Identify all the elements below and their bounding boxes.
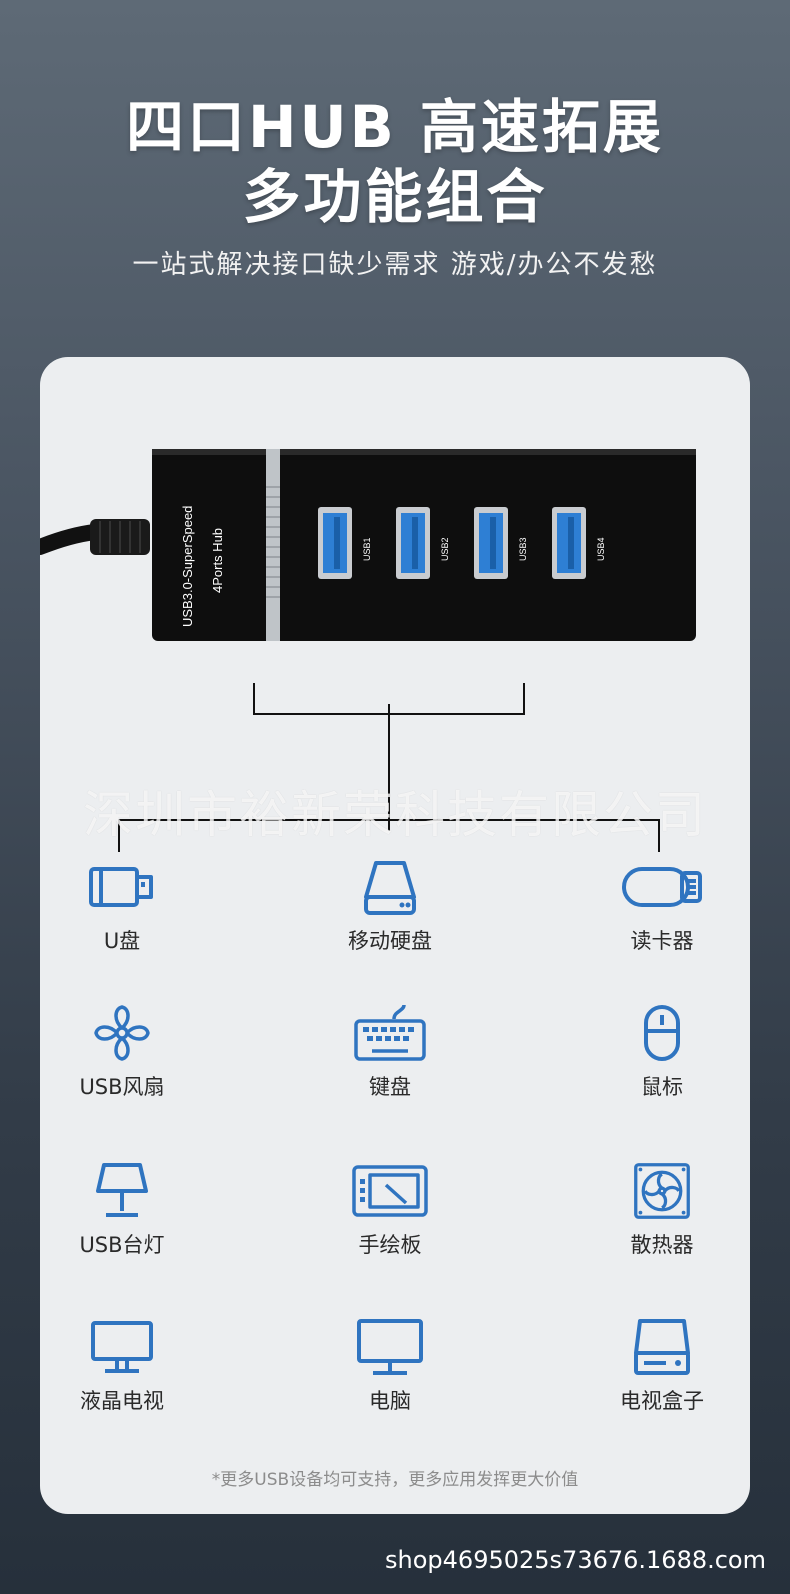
device-desk-lamp: USB台灯 [40,1161,212,1259]
usb-port-4 [552,507,586,579]
device-tv-box: 电视盒子 [572,1317,750,1415]
page-title-line1: 四口HUB 高速拓展 [125,93,665,161]
card-reader-icon [622,867,702,907]
device-label: USB风扇 [79,1075,165,1099]
usb-port-label-1: USB1 [362,537,372,561]
device-computer: 电脑 [300,1317,480,1415]
usb-hub-image: USB3.0-SuperSpeed 4Ports Hub USB1 USB2 U… [40,449,696,641]
footnote: *更多USB设备均可支持，更多应用发挥更大价值 [211,1470,579,1490]
device-drawing-tablet: 手绘板 [300,1161,480,1259]
device-label: U盘 [103,929,141,953]
usb-port-2 [396,507,430,579]
usb-port-label-4: USB4 [596,537,606,561]
keyboard-icon [354,1004,426,1061]
hub-body-text-1: USB3.0-SuperSpeed [180,506,195,627]
usb-port-label-2: USB2 [440,537,450,561]
device-usb-drive: U盘 [40,857,212,955]
device-card-reader: 读卡器 [572,857,750,955]
device-mouse: 鼠标 [572,1003,750,1101]
connector-lines [118,683,660,852]
usb-port-3 [474,507,508,579]
device-label: USB台灯 [79,1233,165,1257]
hub-body-text-2: 4Ports Hub [210,528,225,593]
device-label: 鼠标 [641,1075,683,1099]
device-label: 电视盒子 [620,1389,704,1413]
device-card: USB3.0-SuperSpeed 4Ports Hub USB1 USB2 U… [40,357,750,1514]
page-subtitle: 一站式解决接口缺少需求 游戏/办公不发愁 [132,250,658,280]
page-title-line2: 多功能组合 [242,163,548,231]
lcd-tv-icon [91,1321,153,1373]
shop-url[interactable]: shop4695025s73676.1688.com [385,1546,766,1574]
usb-drive-icon [89,867,153,907]
desk-lamp-icon [96,1163,148,1217]
device-label: 液晶电视 [80,1389,164,1413]
device-label: 散热器 [630,1233,694,1257]
fan-icon [94,1005,150,1061]
device-keyboard: 键盘 [300,1003,480,1101]
device-external-hdd: 移动硬盘 [300,857,480,955]
drawing-tablet-icon [352,1165,428,1217]
device-cooler: 散热器 [572,1161,750,1259]
usb-port-label-3: USB3 [518,537,528,561]
device-lcd-tv: 液晶电视 [40,1317,212,1415]
device-label: 移动硬盘 [348,929,432,953]
device-label: 电脑 [369,1389,411,1413]
mouse-icon [644,1005,680,1061]
usb-port-1 [318,507,352,579]
tv-box-icon [634,1319,690,1375]
computer-monitor-icon [357,1319,423,1375]
device-label: 手绘板 [358,1233,422,1257]
watermark-text: 深圳市裕新荣科技有限公司 [83,786,707,844]
device-label: 读卡器 [630,929,694,953]
external-hdd-icon [364,861,416,915]
device-usb-fan: USB风扇 [40,1003,212,1101]
cooler-icon [634,1163,690,1219]
device-label: 键盘 [369,1075,411,1099]
